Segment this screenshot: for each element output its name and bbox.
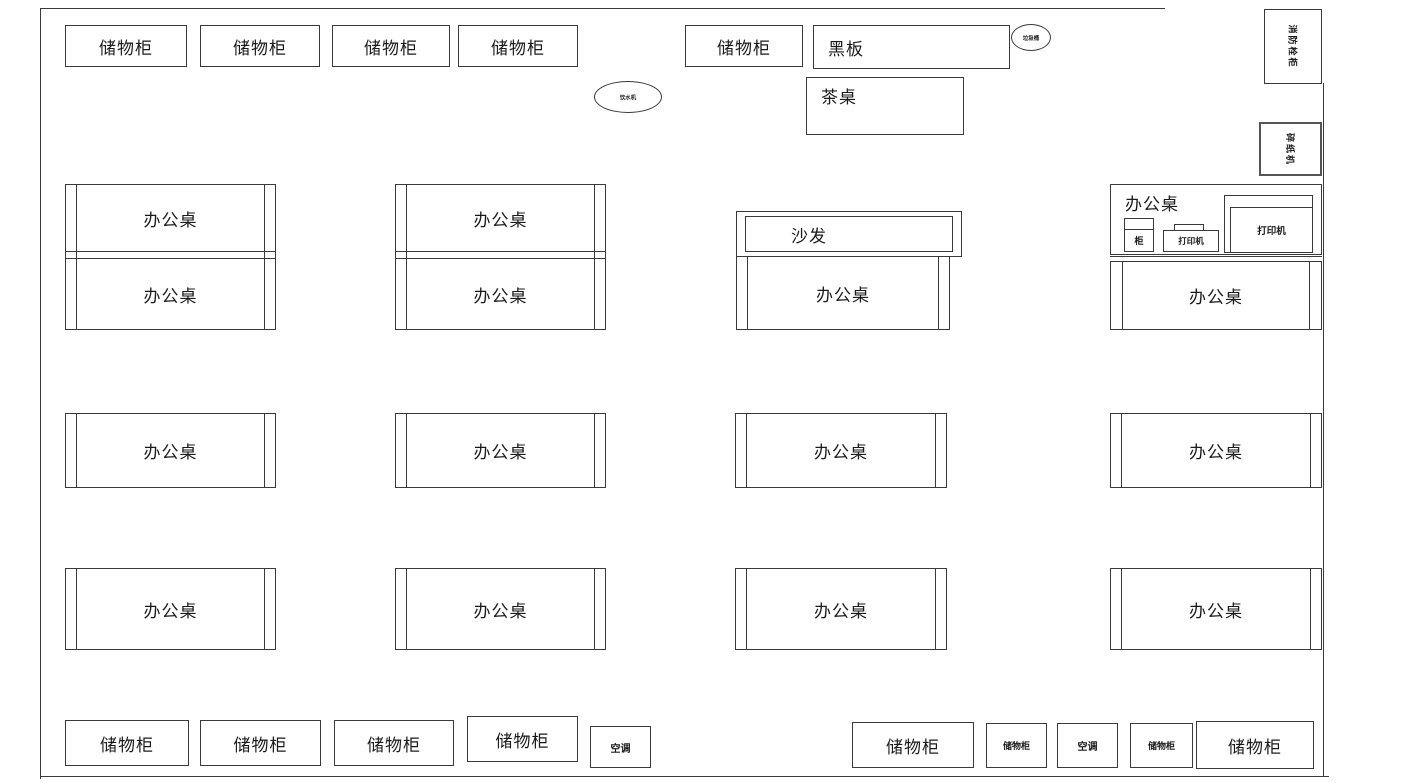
room-wall-right [1323, 83, 1324, 777]
desk-group: 办公桌 办公桌 [395, 184, 606, 330]
printer-desk-box: 办公桌 柜 打印机 打印机 [1110, 184, 1322, 255]
tea-table-box: 茶桌 [806, 77, 964, 135]
desk-rail [264, 414, 265, 487]
storage-cabinet-box: 储物柜 [1130, 723, 1193, 768]
desk-rail [594, 569, 595, 649]
desk-divider [66, 258, 275, 259]
storage-cabinet-box: 储物柜 [1196, 721, 1314, 769]
storage-cabinet-box: 储物柜 [200, 720, 321, 766]
desk-group: 办公桌 [735, 413, 947, 488]
paper-shredder-box: 碎纸机 [1259, 122, 1322, 176]
desk-divider [66, 251, 275, 252]
fire-hydrant-cabinet-label: 消防栓柜 [1287, 24, 1298, 69]
storage-cabinet-box: 储物柜 [332, 25, 450, 67]
desk-group: 办公桌 [1110, 261, 1322, 330]
trash-bin-ellipse: 垃圾桶 [1011, 24, 1051, 51]
office-desk-cell: 办公桌 [143, 443, 198, 462]
room-wall-bottom [40, 776, 1329, 777]
sofa-label: 沙发 [791, 226, 827, 246]
water-dispenser-label: 饮水机 [619, 95, 637, 102]
storage-cabinet-box: 储物柜 [458, 25, 578, 67]
desk-rail [76, 569, 77, 649]
office-desk-cell: 办公桌 [143, 601, 198, 621]
printer-box-large: 打印机 [1224, 195, 1313, 253]
office-desk-cell: 办公桌 [143, 286, 198, 306]
printer-inner-box: 打印机 [1230, 207, 1313, 253]
room-wall-left [40, 8, 41, 779]
storage-cabinet-box: 储物柜 [685, 25, 803, 67]
desk-rail [1310, 569, 1311, 649]
office-desk-cell: 办公桌 [814, 443, 868, 462]
desk-divider [396, 251, 605, 252]
paper-shredder-label: 碎纸机 [1284, 132, 1295, 166]
desk-rail [747, 257, 748, 329]
desk-rail [406, 569, 407, 649]
desk-rail [264, 569, 265, 649]
storage-cabinet-box: 储物柜 [852, 722, 974, 768]
desk-group: 办公桌 [1110, 568, 1322, 650]
air-conditioner-box: 空调 [1057, 723, 1118, 768]
room-wall-top [40, 8, 1165, 9]
desk-rail [406, 414, 407, 487]
office-desk-cell: 办公桌 [1189, 288, 1243, 307]
mini-cabinet-label: 柜 [1134, 235, 1144, 246]
office-desk-label: 办公桌 [1125, 195, 1179, 214]
desk-rail [594, 414, 595, 487]
office-desk-cell: 办公桌 [473, 210, 528, 230]
storage-cabinet-box: 储物柜 [65, 25, 187, 67]
office-desk-cell: 办公桌 [1189, 601, 1243, 621]
storage-cabinet-box: 储物柜 [334, 720, 454, 766]
desk-rail [264, 185, 265, 329]
desk-group: 办公桌 [1110, 413, 1322, 488]
desk-rail [938, 257, 939, 329]
office-desk-cell: 办公桌 [473, 601, 528, 621]
fire-hydrant-cabinet-box: 消防栓柜 [1264, 9, 1322, 84]
desk-rail [1309, 262, 1310, 329]
desk-rail [1121, 414, 1122, 487]
desk-rail [746, 569, 747, 649]
desk-rail [1310, 414, 1311, 487]
desk-rail [1121, 569, 1122, 649]
desk-rail [935, 414, 936, 487]
desk-rail [76, 185, 77, 329]
office-desk-cell: 办公桌 [143, 210, 198, 230]
office-desk-cell: 办公桌 [473, 443, 528, 462]
desk-rail [1122, 262, 1123, 329]
storage-cabinet-box: 储物柜 [65, 720, 189, 766]
office-desk-cell: 办公桌 [814, 601, 868, 621]
desk-group: 办公桌 办公桌 [65, 184, 276, 330]
blackboard-box: 黑板 [813, 25, 1010, 69]
desk-group: 办公桌 [735, 568, 947, 650]
desk-divider [1110, 256, 1322, 257]
office-desk-cell: 办公桌 [1189, 443, 1243, 462]
storage-cabinet-box: 储物柜 [467, 716, 578, 762]
desk-rail [935, 569, 936, 649]
desk-group: 办公桌 [395, 413, 606, 488]
mini-cabinet-divider [1125, 229, 1153, 230]
office-desk-cell: 办公桌 [816, 285, 870, 305]
desk-group: 办公桌 [65, 568, 276, 650]
office-desk-cell: 办公桌 [473, 286, 528, 306]
desk-rail [746, 414, 747, 487]
desk-rail [406, 185, 407, 329]
desk-group: 办公桌 [736, 256, 950, 330]
trash-bin-label: 垃圾桶 [1022, 36, 1040, 42]
mini-cabinet-box: 柜 [1124, 218, 1154, 252]
storage-cabinet-box: 储物柜 [986, 723, 1047, 768]
water-dispenser-ellipse: 饮水机 [594, 81, 662, 113]
printer-box-small: 打印机 [1163, 230, 1219, 252]
desk-group: 办公桌 [395, 568, 606, 650]
desk-divider [396, 258, 605, 259]
sofa-box: 沙发 [736, 211, 962, 257]
desk-rail [76, 414, 77, 487]
desk-rail [594, 185, 595, 329]
sofa-inner-box: 沙发 [745, 216, 953, 252]
desk-group: 办公桌 [65, 413, 276, 488]
air-conditioner-box: 空调 [590, 726, 651, 768]
storage-cabinet-box: 储物柜 [200, 25, 320, 67]
